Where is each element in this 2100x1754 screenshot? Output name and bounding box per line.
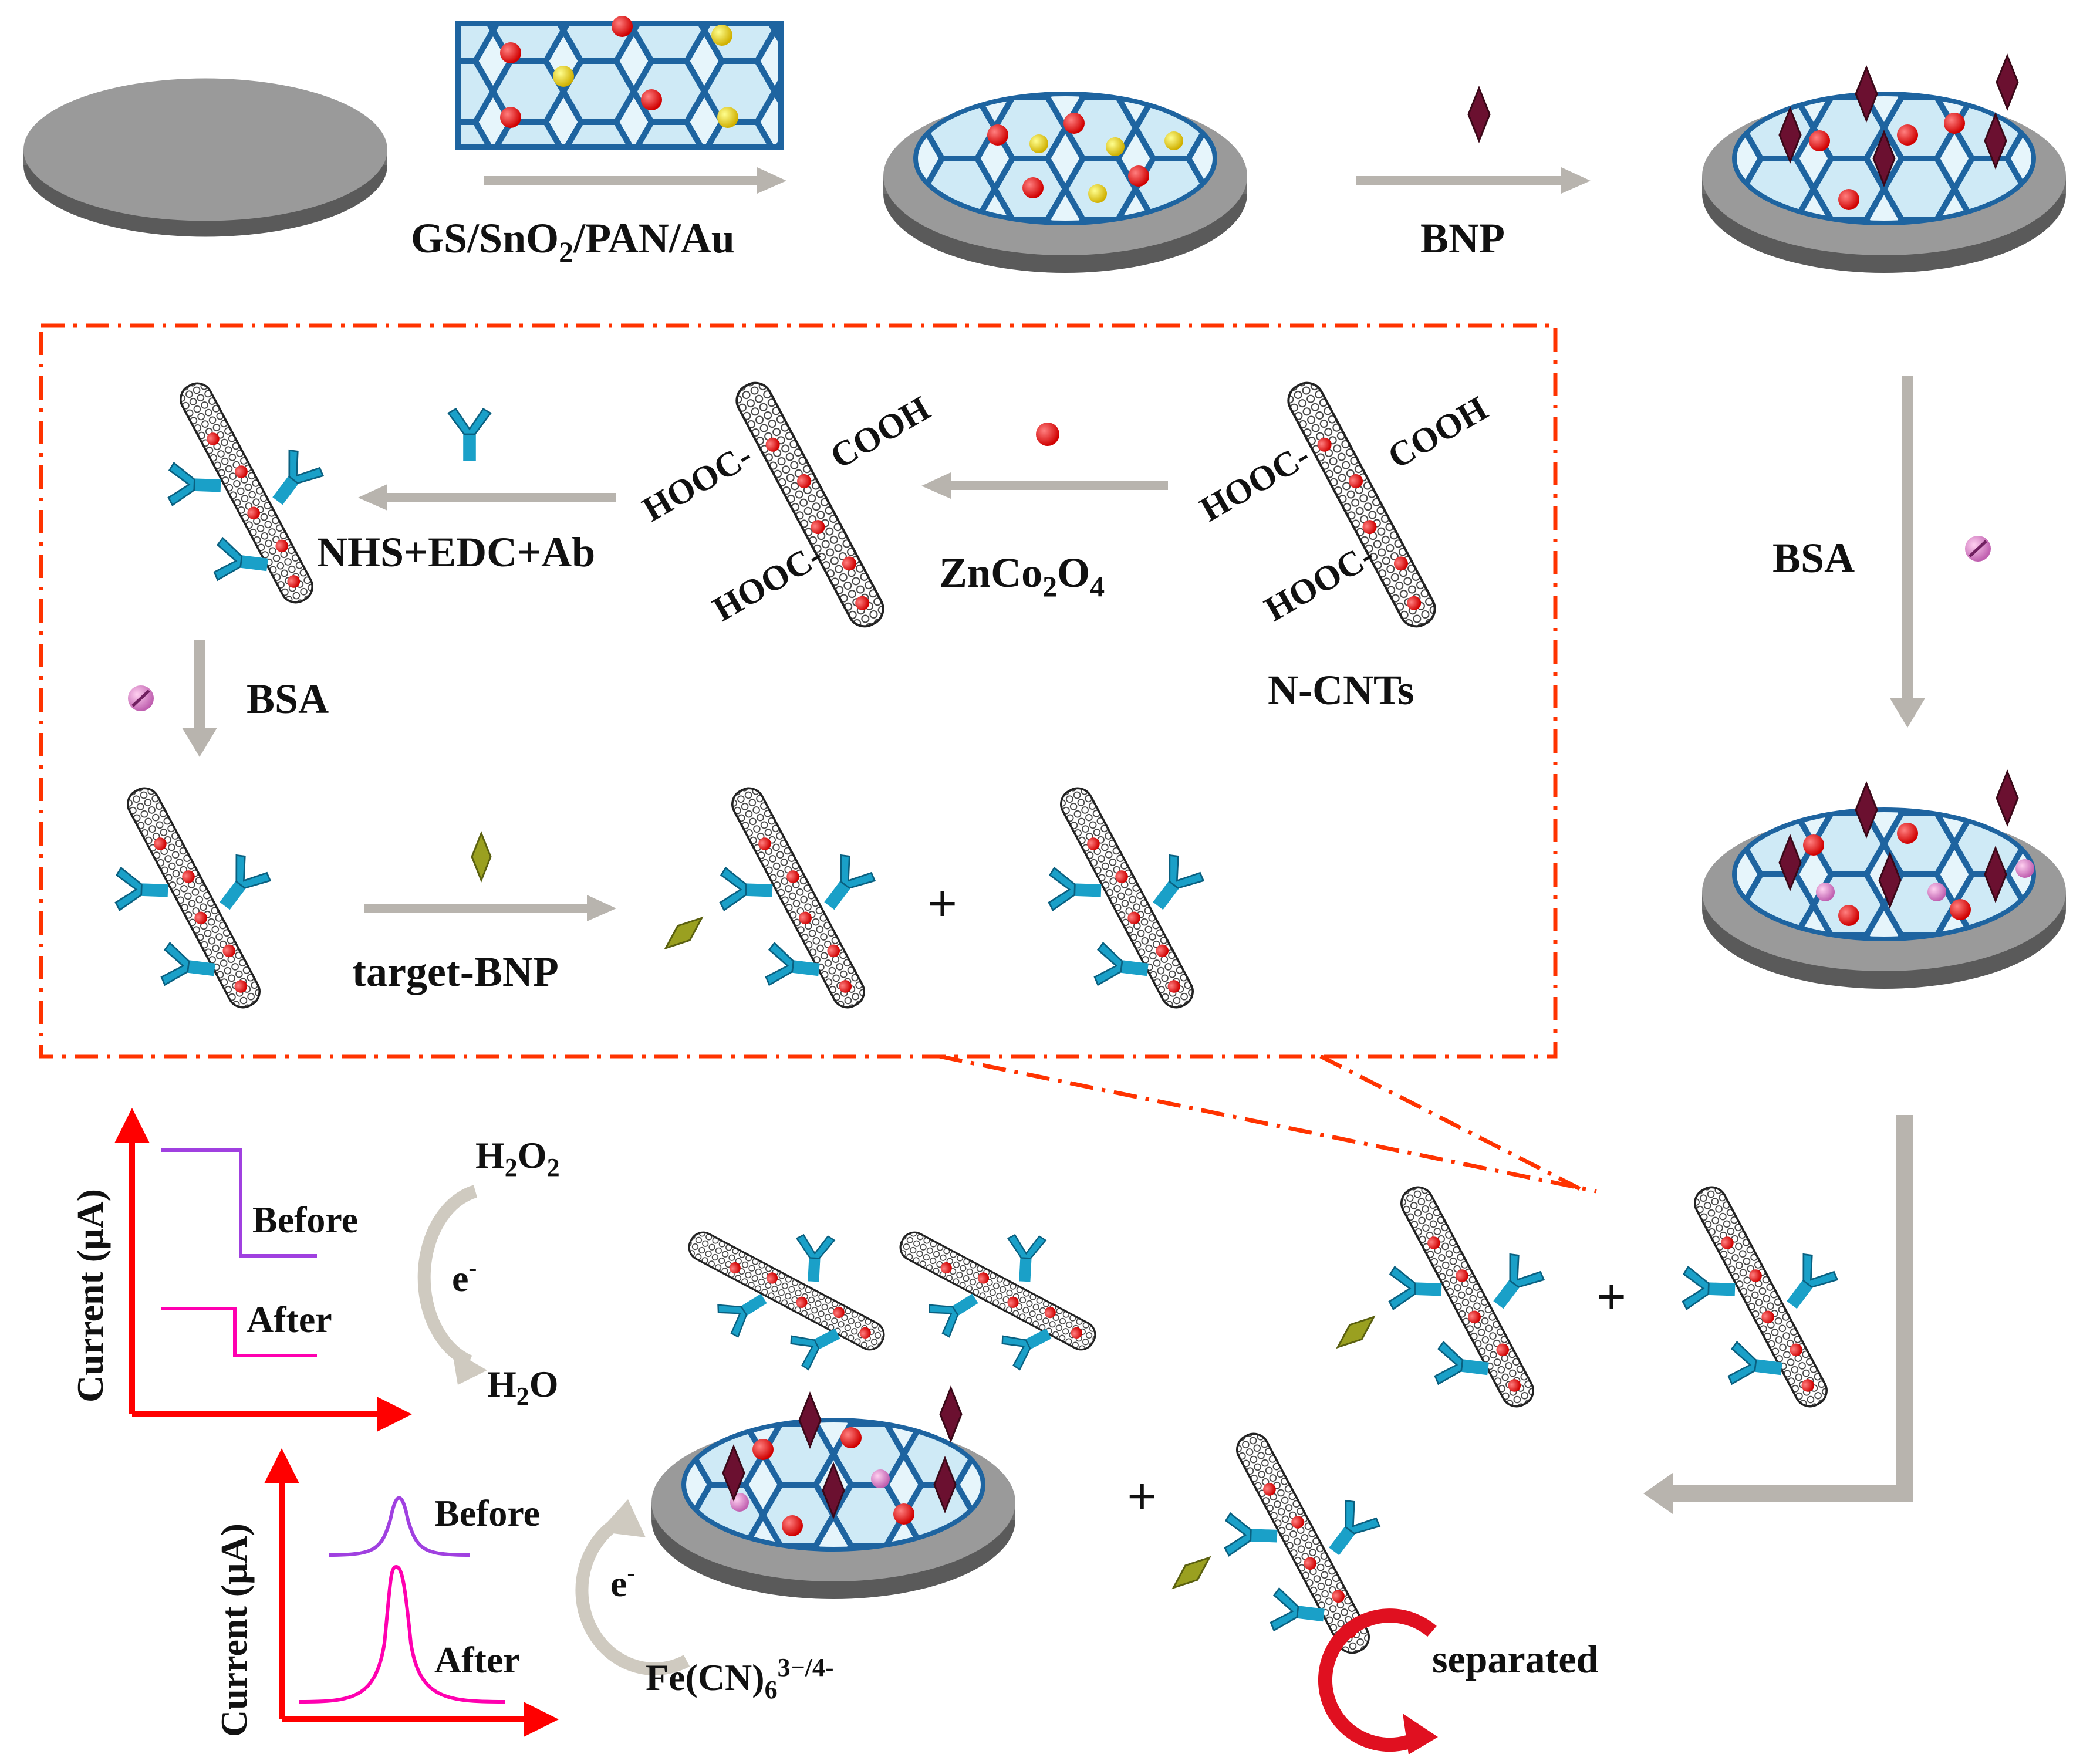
- probe-free-right: [1638, 1153, 1888, 1439]
- h2o2-cycle-arrow: [417, 1185, 487, 1385]
- arrow-target: [364, 895, 616, 921]
- separated-arrow-icon: [1318, 1608, 1438, 1754]
- bsa-right-label: BSA: [1772, 535, 1855, 582]
- before-trace-2: [328, 1496, 470, 1557]
- cnt-antibody: [123, 349, 373, 636]
- znco-label: ZnCo2O4: [939, 549, 1105, 603]
- bsa-inner-label: BSA: [247, 675, 329, 722]
- fecn-cycle-arrow: [575, 1499, 690, 1675]
- dpv-plot: [264, 1448, 559, 1737]
- probes-on-electrode: [660, 1178, 1126, 1400]
- znco-particle-icon: [1036, 423, 1059, 446]
- plus-bottom: +: [1127, 1468, 1157, 1526]
- h2o-label: H2O: [487, 1363, 559, 1411]
- current-label-1: Current (μA): [69, 1189, 111, 1402]
- cnt-ab-bound: [659, 753, 926, 1040]
- before-label-2: Before: [434, 1492, 540, 1534]
- gs-sheet-floating: [455, 16, 784, 150]
- hooc-3: HOOC-: [1194, 435, 1316, 529]
- after-trace-2: [299, 1564, 505, 1704]
- h2o2-label: H2O2: [475, 1134, 560, 1182]
- arrow-gs: [484, 167, 786, 194]
- cnt-ab-bsa: [70, 753, 320, 1040]
- blocked-electrode: [1702, 770, 2066, 989]
- separated-label: separated: [1432, 1637, 1598, 1681]
- current-label-2: Current (μA): [213, 1523, 255, 1737]
- hooc-2: HOOC-: [707, 535, 829, 628]
- probe-bound-right: [1331, 1153, 1595, 1439]
- gs-label: GS/SnO2/PAN/Au: [411, 215, 735, 268]
- plus-right: +: [1596, 1268, 1626, 1326]
- target-bnp-label: target-BNP: [352, 948, 559, 995]
- bsa-icon-right: [1965, 536, 1991, 562]
- antibody-icon: [447, 408, 492, 462]
- modified-electrode-1: [883, 94, 1247, 273]
- eminus-bottom: e-: [610, 1560, 635, 1604]
- after-label-2: After: [434, 1639, 520, 1681]
- probe-bound-bottom: [1166, 1399, 1430, 1686]
- hooc-1: HOOC-: [636, 435, 759, 529]
- arrow-bsa-inner: [182, 640, 217, 757]
- after-trace-1: [161, 1307, 317, 1357]
- cooh-1: COOH: [824, 388, 937, 476]
- inset-dashed-box: [39, 323, 1597, 1194]
- plus-inner: +: [927, 875, 957, 933]
- nhs-label: NHS+EDC+Ab: [317, 529, 595, 576]
- ncnts-label: N-CNTs: [1268, 667, 1414, 714]
- before-label-1: Before: [252, 1199, 358, 1241]
- cooh-2: COOH: [1382, 388, 1494, 476]
- before-trace-1: [161, 1148, 317, 1258]
- cnt-ab-free: [1004, 753, 1254, 1040]
- modified-electrode-2: [1702, 55, 2066, 273]
- after-label-1: After: [247, 1299, 332, 1340]
- arrow-znco: [921, 472, 1168, 499]
- arrow-bsa-right: [1890, 376, 1925, 728]
- hooc-4: HOOC-: [1258, 535, 1381, 628]
- amperometric-plot: [114, 1108, 412, 1432]
- bnp-diamond-icon: [1467, 87, 1491, 142]
- eminus-top: e-: [452, 1255, 477, 1299]
- arrow-bnp: [1356, 167, 1591, 194]
- arrow-nhs: [358, 484, 616, 511]
- bsa-icon-inner: [128, 685, 154, 711]
- bare-electrode: [23, 78, 387, 237]
- fecn-label: Fe(CN)63−/4-: [646, 1653, 834, 1704]
- sandwich-electrode: [651, 1387, 1015, 1599]
- target-bnp-icon: [471, 832, 492, 881]
- bnp-label: BNP: [1420, 215, 1505, 262]
